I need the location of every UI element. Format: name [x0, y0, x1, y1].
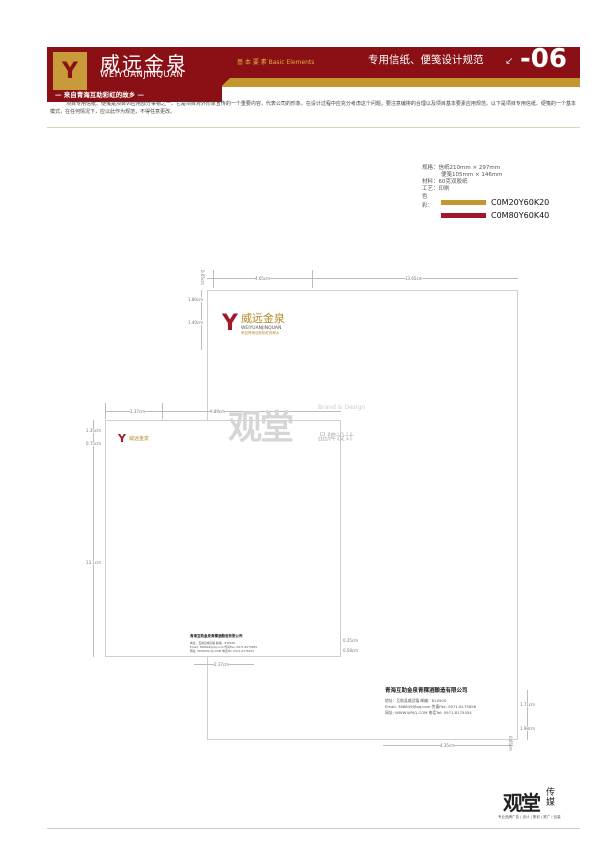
notepad-logo: Y 威远金泉	[118, 432, 149, 445]
dim-line	[312, 270, 313, 288]
watermark-mark: 观堂	[228, 408, 294, 448]
dim-label: 1.40cm	[188, 320, 204, 325]
dim-label: 0.58cm	[343, 648, 359, 653]
letterhead-email: Email: 366849@qq.com 传真Fax: 0971-8175656	[385, 704, 477, 709]
notepad-email: Email: 366849@qq.com 传真Fax: 0971-8175656	[190, 645, 258, 649]
dim-label: 1.80cm	[188, 297, 204, 302]
brand-name-en: WEIYUANJINQUAN	[100, 70, 184, 80]
dim-label: 0.65cm	[508, 736, 513, 752]
notepad-web: 网址: WWW.WYJQ.COM 电话Tel: 0971-8175454	[190, 649, 254, 653]
dim-label: 2.37cm	[130, 409, 146, 414]
dim-line	[207, 278, 518, 279]
footer-logo-mark: 观堂	[503, 791, 541, 815]
letterhead-logo: Y 威远金泉 WEIYUANJINQUAN 来自青海互助彩虹的故乡	[222, 310, 285, 336]
spec-process: 印刷	[438, 186, 450, 192]
dim-label: 13.1cm	[86, 560, 102, 565]
letterhead-logo-slogan: 来自青海互助彩虹的故乡	[240, 331, 280, 335]
spec-material-label: 材料：	[422, 179, 439, 185]
intro-paragraph: 项目专用信纸、便笺是项目VI应用部分事物之一。它是项目对外形象宣传的一个重要内容…	[50, 101, 576, 115]
swatch-code: C0M80Y60K40	[491, 211, 550, 220]
dim-line	[105, 403, 106, 419]
color-swatch-gold	[441, 199, 486, 205]
notepad-company: 青海互助金泉青稞酒酿造有限公司	[190, 634, 243, 638]
letterhead-web: 网址: WWW.WYJQ.COM 电话Tel: 0971-8175454	[385, 710, 472, 715]
dim-label: 0.75cm	[86, 441, 102, 446]
watermark-en: Brand & Design	[318, 404, 366, 411]
footer-logo-suffix: 传媒	[546, 788, 556, 808]
dim-line	[93, 420, 94, 657]
footer-tagline: 专业品牌广告 | 设计 | 策划 | 推广 | 包装	[498, 815, 561, 819]
notepad-sheet	[105, 420, 341, 657]
section-label: 基 本 要 素 Basic Elements	[237, 59, 315, 66]
dim-label: 9.89cm	[210, 409, 226, 414]
watermark-cn: 品牌设计	[318, 433, 355, 443]
spec-size-label: 规格：	[422, 165, 439, 171]
page-title: 专用信纸、便笺设计规范	[368, 54, 484, 66]
dim-line	[162, 403, 163, 419]
spec-color-label: 色彩：	[422, 194, 434, 209]
footer-divider	[47, 828, 580, 829]
divider	[47, 127, 580, 128]
arrow-icon: ↙	[505, 56, 514, 67]
dim-label: 1.71cm	[520, 702, 536, 707]
letterhead-company: 青海互助金泉青稞酒酿造有限公司	[385, 688, 468, 694]
dim-label: 2.37cm	[214, 662, 230, 667]
notepad-contact: 地址：互助县威远镇 邮编：810500 Email: 366849@qq.com…	[190, 641, 257, 653]
brand-logo-icon: Y	[53, 52, 87, 90]
letterhead-contact: 地址：互助县威远镇 邮编：810500 Email: 366849@qq.com…	[385, 698, 476, 716]
letterhead-address: 地址：互助县威远镇 邮编：810500	[385, 698, 447, 703]
spec-block: 规格：信纸210mm × 297mm 便笺105mm × 146mm 材料：60…	[422, 165, 549, 220]
dim-label: 13.65cm	[405, 276, 423, 281]
dim-label: 0.65cm	[200, 270, 205, 286]
brand-slogan: — 来自青海互助彩虹的故乡 —	[55, 91, 145, 99]
spec-size-letter: 信纸210mm × 297mm	[438, 165, 501, 171]
dim-label: 0.35cm	[343, 638, 359, 643]
dim-label: 1.35cm	[86, 428, 102, 433]
dim-label: 4.35cm	[440, 743, 456, 748]
spec-size-note: 便笺105mm × 146mm	[441, 172, 503, 178]
letterhead-logo-en: WEIYUANJINQUAN	[240, 326, 282, 331]
dim-label: 1.98cm	[520, 726, 536, 731]
dim-line	[527, 690, 528, 740]
header-gold-strip	[210, 78, 580, 87]
brand-mark-icon: Y	[222, 310, 238, 336]
notepad-address: 地址：互助县威远镇 邮编：810500	[190, 641, 236, 645]
notepad-logo-cn: 威远金泉	[128, 436, 149, 442]
letterhead-logo-cn: 威远金泉	[240, 312, 285, 325]
swatch-code: C0M20Y60K20	[491, 197, 550, 207]
page-number: -06	[520, 44, 567, 74]
color-swatch-red	[441, 213, 486, 218]
brand-mark-icon: Y	[118, 432, 126, 445]
brand-name-cn: 威远金泉	[100, 52, 188, 76]
spec-process-label: 工艺：	[422, 186, 439, 192]
spec-material: 60克双胶纸	[438, 179, 468, 185]
dim-label: 4.65cm	[255, 276, 271, 281]
dim-line	[213, 270, 214, 288]
